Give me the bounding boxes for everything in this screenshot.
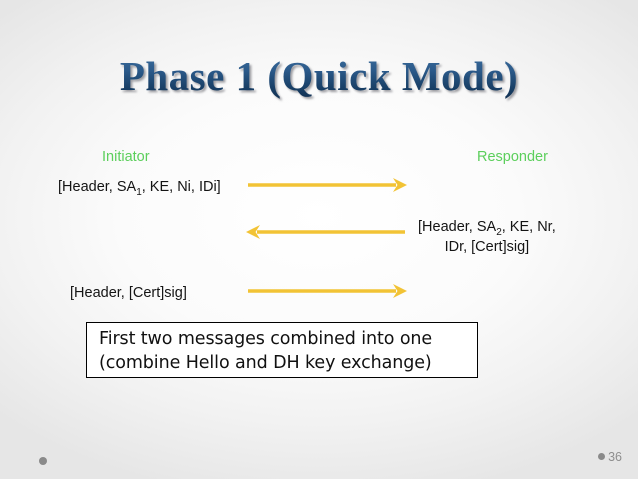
message-1-suffix: , KE, Ni, IDi] — [141, 179, 221, 195]
callout-line-1: First two messages combined into one — [99, 329, 433, 349]
message-1-subscript: 1 — [136, 186, 142, 198]
arrow-left-message-2 — [243, 223, 407, 246]
message-2-prefix: [Header, SA — [418, 219, 497, 235]
message-1-text: [Header, SA1, KE, Ni, IDi] — [58, 177, 221, 197]
arrow-right-message-1 — [246, 176, 410, 199]
message-2-subscript: 2 — [496, 226, 502, 238]
footer-bullet-icon — [39, 457, 47, 465]
callout-box: First two messages combined into one (co… — [86, 322, 478, 378]
page-number-value: 36 — [608, 450, 622, 464]
message-3-text: [Header, [Cert]sig] — [70, 285, 187, 301]
message-2-suffix: , KE, Nr, — [501, 219, 556, 235]
responder-label: Responder — [477, 149, 548, 165]
message-2-text: [Header, SA2, KE, Nr, IDr, [Cert]sig] — [418, 217, 556, 257]
arrow-right-message-3 — [246, 282, 410, 305]
message-2-line-1: [Header, SA2, KE, Nr, — [418, 217, 556, 237]
page-title: Phase 1 (Quick Mode) — [0, 52, 638, 100]
callout-line-2: (combine Hello and DH key exchange) — [99, 353, 432, 373]
message-2-line-2: IDr, [Cert]sig] — [444, 239, 530, 255]
page-number: 36 — [598, 450, 622, 464]
page-number-bullet-icon — [598, 453, 606, 460]
initiator-label: Initiator — [102, 149, 150, 165]
message-1-prefix: [Header, SA — [58, 179, 137, 195]
